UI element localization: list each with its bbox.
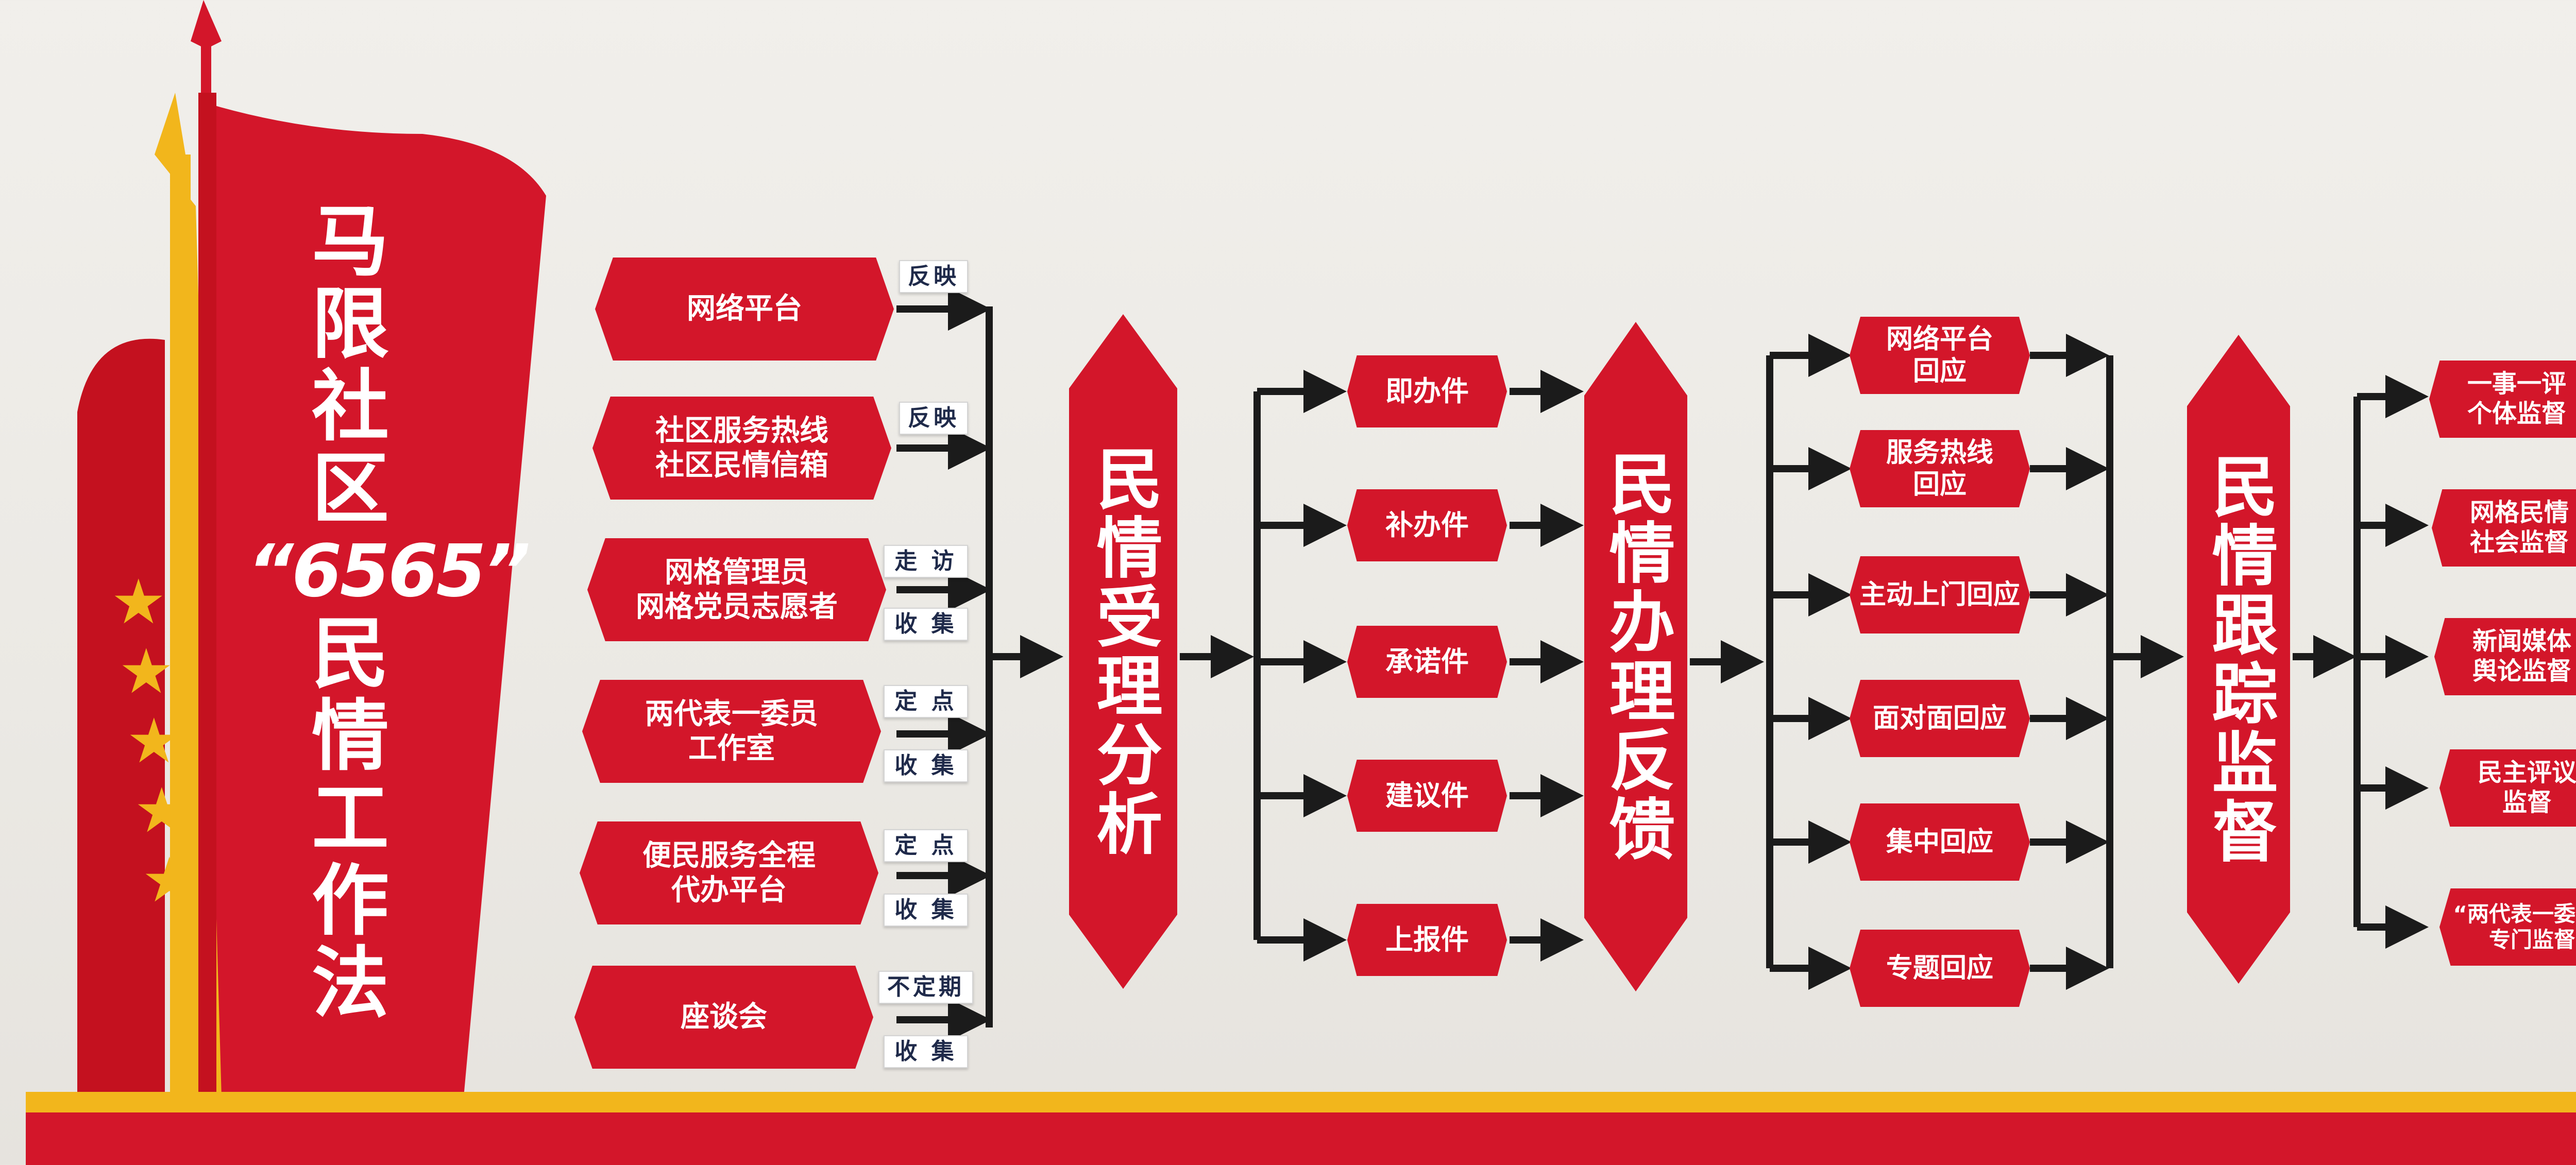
star-icon: ★ <box>118 636 174 708</box>
back-red-flag <box>77 338 165 1097</box>
base-gold-band <box>26 1092 2576 1112</box>
supervision-type: 民主评议 监督 <box>2439 749 2576 827</box>
handling-type: 承诺件 <box>1347 626 1507 698</box>
channel-tag: 收 集 <box>884 1035 968 1068</box>
channel-tag: 反映 <box>899 402 968 435</box>
title-char: 限 <box>311 280 389 369</box>
supervision-type: 网格民情 社会监督 <box>2432 489 2576 567</box>
supervision-type: 新闻媒体 舆论监督 <box>2434 618 2576 695</box>
handling-type: 上报件 <box>1347 904 1507 976</box>
source-hotline-mailbox: 社区服务热线 社区民情信箱 <box>592 397 891 500</box>
source-forum: 座谈会 <box>574 966 873 1069</box>
channel-tag: 收 集 <box>884 608 968 641</box>
title-char: 民 <box>311 609 389 699</box>
title-char: 马 <box>311 197 389 287</box>
star-icon: ★ <box>142 845 197 916</box>
response-method: 主动上门回应 <box>1850 556 2030 633</box>
star-icon: ★ <box>126 706 182 777</box>
stage-acceptance-analysis: 民情受理分析 <box>1069 314 1177 989</box>
title-char: 社 <box>311 362 389 452</box>
channel-tag: 收 集 <box>884 894 968 927</box>
supervision-type: 一事一评 个体监督 <box>2429 361 2576 438</box>
star-icon: ★ <box>134 775 190 847</box>
stage-label: 民情跟踪监督 <box>2200 452 2277 866</box>
stage-label: 民情办理反馈 <box>1598 450 1674 864</box>
red-pole-spike <box>191 0 222 118</box>
response-method: 服务热线 回应 <box>1850 430 2030 507</box>
supervision-type: “两代表一委员” 专门监督 <box>2439 888 2576 966</box>
red-pole <box>198 93 216 1097</box>
source-representatives-office: 两代表一委员 工作室 <box>582 680 881 783</box>
title-char: 法 <box>311 939 389 1029</box>
title-char: 工 <box>311 774 389 864</box>
channel-tag: 反映 <box>899 260 968 293</box>
title-char: 情 <box>311 692 389 781</box>
star-icon: ★ <box>111 567 166 638</box>
stage-tracking-supervision: 民情跟踪监督 <box>2187 335 2290 984</box>
response-method: 面对面回应 <box>1850 680 2030 757</box>
stage-handling-feedback: 民情办理反馈 <box>1584 322 1687 991</box>
channel-tag: 定 点 <box>884 829 968 862</box>
channel-tag: 走 访 <box>884 545 968 578</box>
source-service-platform: 便民服务全程 代办平台 <box>580 821 878 924</box>
response-method: 专题回应 <box>1850 930 2030 1007</box>
base-red-band <box>26 1112 2576 1165</box>
channel-tag: 定 点 <box>884 685 968 718</box>
source-network-platform: 网络平台 <box>595 258 894 361</box>
source-grid-staff: 网格管理员 网格党员志愿者 <box>587 538 886 641</box>
channel-tag: 不定期 <box>878 971 973 1004</box>
gold-pole-shaft <box>170 155 191 1097</box>
response-method: 网络平台 回应 <box>1850 317 2030 394</box>
handling-type: 即办件 <box>1347 355 1507 427</box>
main-red-flag <box>206 103 546 1097</box>
handling-type: 补办件 <box>1347 489 1507 561</box>
title-char: 区 <box>311 444 389 534</box>
title-char: 作 <box>311 856 389 946</box>
handling-type: 建议件 <box>1347 760 1507 832</box>
stage-label: 民情受理分析 <box>1085 444 1162 859</box>
channel-tag: 收 集 <box>884 749 968 782</box>
response-method: 集中回应 <box>1850 803 2030 881</box>
